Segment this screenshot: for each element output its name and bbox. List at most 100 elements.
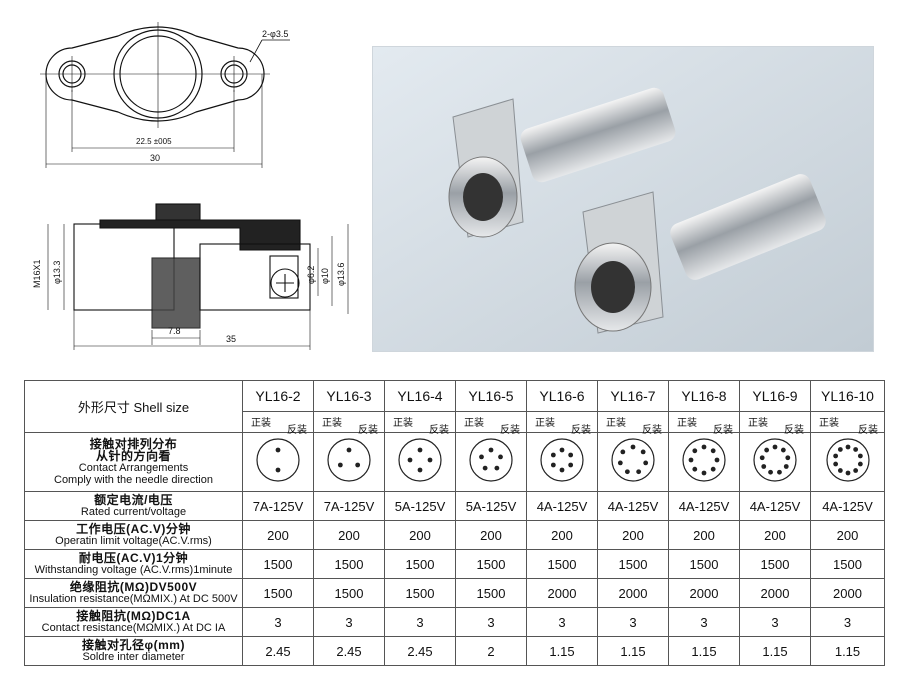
model-header: YL16-8 bbox=[668, 380, 740, 412]
spec-value: 2.45 bbox=[242, 636, 314, 666]
model-header: YL16-9 bbox=[739, 380, 811, 412]
contact-arrangement bbox=[313, 432, 385, 492]
pin-dot bbox=[852, 446, 858, 452]
pin-dot bbox=[837, 467, 843, 473]
spec-value: 2000 bbox=[739, 578, 811, 608]
spec-value: 2 bbox=[455, 636, 527, 666]
pin-layout-icon bbox=[398, 437, 442, 482]
thread-label: M16X1 bbox=[32, 259, 42, 288]
d2-label: φ6.2 bbox=[306, 266, 316, 284]
contact-arrangement bbox=[739, 432, 811, 492]
front-mount-label: 正装 bbox=[322, 418, 342, 429]
mount-orientation: 正装反装 bbox=[739, 411, 811, 436]
pin-dot bbox=[559, 447, 565, 452]
pin-layout-icon bbox=[469, 437, 513, 482]
pin-dot bbox=[407, 457, 413, 462]
pin-layout-icon bbox=[825, 437, 870, 482]
reverse-mount-label: 反装 bbox=[358, 425, 378, 436]
spec-value: 1500 bbox=[384, 578, 456, 608]
spec-value: 1.15 bbox=[810, 636, 885, 666]
row-label-zh: 额定电流/电压 bbox=[94, 493, 173, 507]
pin-dot bbox=[624, 468, 630, 474]
pin-dot bbox=[630, 444, 636, 449]
spec-value: 3 bbox=[313, 607, 385, 637]
spec-value: 2000 bbox=[668, 578, 740, 608]
front-mount-label: 正装 bbox=[677, 418, 697, 429]
pin-dot bbox=[714, 457, 720, 462]
pin-dot bbox=[837, 446, 843, 452]
connector-rear-icon bbox=[448, 87, 676, 238]
row-label-en2: Comply with the needle direction bbox=[54, 474, 213, 486]
contact-arrangement bbox=[242, 432, 314, 492]
mount-orientation: 正装反装 bbox=[384, 411, 456, 436]
spec-value: 1500 bbox=[242, 549, 314, 579]
spec-value: 4A-125V bbox=[526, 491, 598, 521]
reverse-mount-label: 反装 bbox=[858, 425, 878, 436]
spec-value: 1500 bbox=[384, 549, 456, 579]
spec-value: 3 bbox=[242, 607, 314, 637]
pin-dot bbox=[640, 448, 646, 454]
product-photo bbox=[372, 46, 874, 352]
spec-value: 1500 bbox=[455, 549, 527, 579]
spec-value: 3 bbox=[668, 607, 740, 637]
d1-label: φ13.3 bbox=[52, 261, 62, 284]
spec-value: 4A-125V bbox=[810, 491, 885, 521]
pin-layout-icon bbox=[611, 437, 655, 482]
row-label-en: Withstanding voltage (AC.V.rms)1minute bbox=[34, 564, 233, 576]
spec-value: 7A-125V bbox=[242, 491, 314, 521]
pin-dot bbox=[832, 461, 838, 466]
mount-orientation: 正装反装 bbox=[526, 411, 598, 436]
front-mount-label: 正装 bbox=[393, 418, 413, 429]
pin-dot bbox=[337, 462, 343, 467]
spec-value: 1500 bbox=[455, 578, 527, 608]
model-header: YL16-6 bbox=[526, 380, 598, 412]
row-label: 接触对孔径φ(mm)Soldre inter diameter bbox=[24, 636, 243, 666]
len2-label: 35 bbox=[226, 334, 236, 344]
model-header: YL16-5 bbox=[455, 380, 527, 412]
model-header: YL16-7 bbox=[597, 380, 669, 412]
spec-value: 1.15 bbox=[668, 636, 740, 666]
pin-dot bbox=[832, 453, 838, 458]
spec-value: 2000 bbox=[597, 578, 669, 608]
front-mount-label: 正装 bbox=[464, 418, 484, 429]
mount-orientation: 正装反装 bbox=[810, 411, 885, 436]
row-label-zh: 接触对排列分布 bbox=[89, 437, 178, 451]
pin-dot bbox=[559, 467, 565, 472]
row-label-zh: 接触对孔径φ(mm) bbox=[82, 638, 185, 652]
row-label-zh: 接触阻抗(MΩ)DC1A bbox=[76, 609, 191, 623]
pin-dot bbox=[275, 467, 281, 472]
spec-value: 4A-125V bbox=[597, 491, 669, 521]
pin-dot bbox=[617, 459, 623, 465]
spec-value: 1500 bbox=[313, 549, 385, 579]
spec-value: 5A-125V bbox=[384, 491, 456, 521]
contact-arrangement bbox=[384, 432, 456, 492]
contact-arrangement bbox=[668, 432, 740, 492]
connector-front-icon bbox=[574, 174, 826, 334]
spec-value: 200 bbox=[313, 520, 385, 550]
pin-dot bbox=[427, 457, 433, 462]
pin-dot bbox=[710, 447, 716, 453]
spec-value: 200 bbox=[668, 520, 740, 550]
spec-value: 3 bbox=[739, 607, 811, 637]
mount-orientation: 正装反装 bbox=[668, 411, 740, 436]
row-label-en: Insulation resistance(MΩMIX.) At DC 500V bbox=[29, 593, 238, 605]
pin-dot bbox=[759, 454, 765, 460]
spec-value: 1500 bbox=[313, 578, 385, 608]
pin-dot bbox=[568, 462, 574, 467]
reverse-mount-label: 反装 bbox=[713, 425, 733, 436]
spec-value: 3 bbox=[810, 607, 885, 637]
d3-label: φ10 bbox=[320, 268, 330, 284]
reverse-mount-label: 反装 bbox=[287, 425, 307, 436]
pin-dot bbox=[498, 454, 503, 459]
spec-value: 1500 bbox=[526, 549, 598, 579]
spec-value: 3 bbox=[597, 607, 669, 637]
row-label-en: Operatin limit voltage(AC.V.rms) bbox=[55, 535, 212, 547]
spec-value: 200 bbox=[739, 520, 811, 550]
spec-value: 1500 bbox=[810, 549, 885, 579]
front-mount-label: 正装 bbox=[819, 418, 839, 429]
pin-dot bbox=[636, 468, 642, 474]
pin-dot bbox=[620, 448, 626, 454]
len1-label: 7.8 bbox=[168, 326, 181, 336]
spec-value: 2000 bbox=[526, 578, 598, 608]
